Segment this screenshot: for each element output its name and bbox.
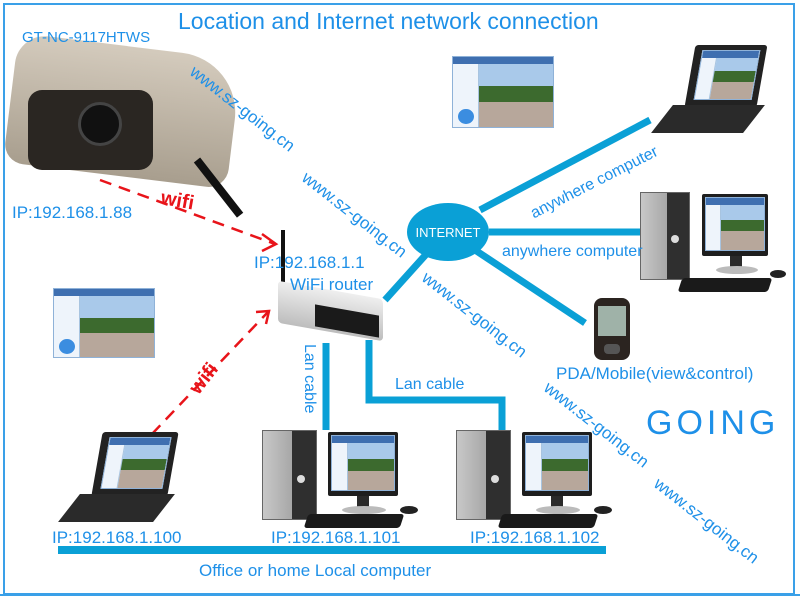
local-network-label: Office or home Local computer [199,561,432,580]
pda-mobile [594,298,630,360]
mobile-label: PDA/Mobile(view&control) [556,364,754,383]
lan-cable-label-vertical: Lan cable [301,344,318,414]
local-desktop-1-ip: IP:192.168.1.101 [271,528,401,547]
page-title: Location and Internet network connection [178,8,599,34]
ip-camera [2,32,248,218]
line-internet-laptop [478,116,652,214]
camera-view-screenshot [452,56,554,128]
camera-ip: IP:192.168.1.88 [12,203,133,222]
local-desktop-2-ip: IP:192.168.1.102 [470,528,600,547]
frame-bottom-border [0,594,800,596]
internet-label: INTERNET [415,224,481,240]
going-logo: GOING [646,404,780,442]
lan-cable-label-horizontal: Lan cable [395,376,465,393]
line-lan-cable-2 [365,340,506,430]
wifi-arrow-camera [99,178,276,246]
local-desktop-2 [456,430,616,530]
router-label: WiFi router [290,275,374,294]
router-ip: IP:192.168.1.1 [254,253,365,272]
camera-view-screenshot [53,288,155,358]
remote-desktop [640,192,790,297]
wifi-arrow-laptop [151,311,269,435]
local-laptop-ip: IP:192.168.1.100 [52,528,182,547]
line-internet-mobile [473,247,587,326]
internet-cloud: INTERNET [407,203,489,261]
remote-desktop-label: anywhere computer [502,243,643,260]
local-laptop [55,432,180,527]
local-desktop-1 [262,430,422,530]
camera-model: GT-NC-9117HTWS [22,29,151,46]
remote-laptop [650,45,770,140]
wifi-router [275,230,385,345]
line-router-internet [382,247,433,303]
